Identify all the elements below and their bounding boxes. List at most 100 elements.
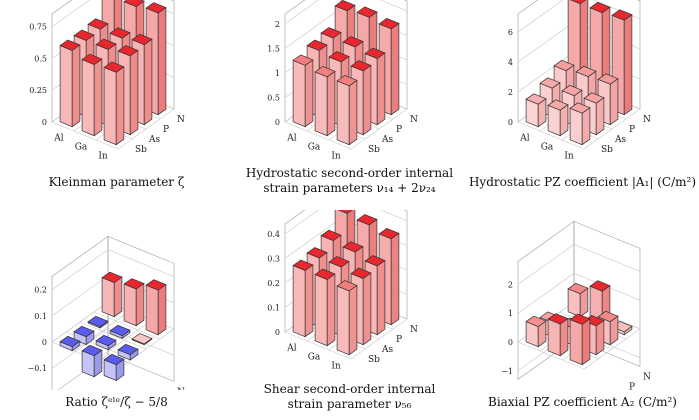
bar-top xyxy=(81,53,103,65)
bar-top xyxy=(378,228,400,240)
bar-top xyxy=(589,280,611,292)
bar-side xyxy=(157,283,167,336)
x-tick-label: Ga xyxy=(541,143,554,153)
x-tick-label: Al xyxy=(286,344,296,354)
bar xyxy=(81,53,103,137)
bar-top xyxy=(525,315,547,327)
floor-gridline xyxy=(79,321,147,350)
bar-top xyxy=(583,92,605,104)
z-gridline xyxy=(51,327,175,369)
z-tick-label: 0.5 xyxy=(34,54,47,63)
bar-side xyxy=(348,79,358,146)
bar-front xyxy=(336,80,350,146)
caption-line: Hydrostatic second-order internal xyxy=(245,166,454,180)
x-tick-label: Al xyxy=(53,134,63,144)
caption-biaxial-pz: Biaxial PZ coefficient A₂ (C/m²) xyxy=(466,395,699,410)
y-tick-label: P xyxy=(629,125,635,135)
bar-side xyxy=(143,38,153,126)
bar-top xyxy=(117,343,139,356)
bar-top xyxy=(356,6,378,18)
bar-front xyxy=(81,59,95,137)
z-tick-label: 0.5 xyxy=(267,93,280,102)
z-gridline xyxy=(517,272,641,314)
bar-front xyxy=(101,277,115,318)
bar-front xyxy=(547,318,561,357)
bar-top xyxy=(320,229,342,241)
bar xyxy=(314,66,336,137)
bar xyxy=(87,315,109,329)
z-tick-label: 1 xyxy=(508,309,513,318)
bar xyxy=(567,282,589,318)
floor-gridline xyxy=(93,311,161,340)
y-tick-label: Sb xyxy=(135,145,147,155)
bar xyxy=(59,39,81,128)
z-tick-label: 4 xyxy=(508,58,513,67)
bar-top xyxy=(561,84,583,97)
bar xyxy=(123,278,145,327)
bar-side xyxy=(623,14,633,116)
bar-top xyxy=(117,45,139,57)
bar-top xyxy=(109,324,131,337)
bar-top xyxy=(334,0,356,12)
z-tick-label: 0 xyxy=(42,118,47,127)
bar-top xyxy=(81,344,103,357)
bar-side xyxy=(595,319,605,356)
bar xyxy=(336,75,358,146)
bar-top xyxy=(320,27,342,39)
bar-top xyxy=(378,18,400,30)
y-tick-label: P xyxy=(396,125,402,135)
z-gridline xyxy=(284,0,408,25)
bar xyxy=(109,324,131,339)
z-tick-label: 0.2 xyxy=(34,286,47,295)
bar xyxy=(547,99,569,137)
bar-top xyxy=(306,247,328,259)
y-tick-label: P xyxy=(163,125,169,135)
bar-side xyxy=(376,52,386,126)
x-tick-label: In xyxy=(331,152,341,162)
bar-top xyxy=(337,210,353,214)
bar-top xyxy=(553,59,575,72)
z-tick-label: 2 xyxy=(275,20,280,29)
bar-top xyxy=(123,0,145,7)
bar-top xyxy=(342,241,364,253)
y-tick-label: N xyxy=(643,115,651,125)
bar-top xyxy=(356,214,378,226)
z-tick-label: 2 xyxy=(508,88,513,97)
bar-front xyxy=(103,66,117,146)
bar-front xyxy=(292,264,306,338)
bar-top xyxy=(314,66,336,78)
z-tick-label: 6 xyxy=(508,28,513,37)
caption-line: strain parameters ν₁₄ + 2ν₂₄ xyxy=(263,181,436,195)
floor-gridline xyxy=(51,121,119,150)
bar-front xyxy=(59,44,73,128)
bar-top xyxy=(59,39,81,51)
bar-top xyxy=(103,353,125,366)
bar-side xyxy=(595,97,605,136)
bar-top xyxy=(131,33,153,46)
caption-shear-internal-strain: Shear second-order internal strain param… xyxy=(233,382,466,412)
y-tick-label: As xyxy=(381,135,393,145)
bar xyxy=(95,334,117,351)
floor-gridline xyxy=(517,121,585,150)
bar-top xyxy=(73,29,95,41)
y-tick-label: Sb xyxy=(368,355,380,365)
caption-ratio: Ratio ζᵉˡᵉ/ζ − 5/8 xyxy=(0,395,233,410)
bar-front xyxy=(314,273,328,347)
bar-side xyxy=(304,264,314,338)
bar-top xyxy=(364,47,386,59)
bar-top xyxy=(547,99,569,111)
y-tick-label: As xyxy=(148,135,160,145)
bar-side xyxy=(348,284,358,356)
bar xyxy=(59,335,81,352)
bar-side xyxy=(135,282,145,327)
bar-top xyxy=(539,77,561,89)
bar-side xyxy=(390,232,400,326)
bar xyxy=(547,313,569,357)
bar-top xyxy=(342,36,364,48)
z-tick-label: 1 xyxy=(275,69,280,78)
x-tick-label: Al xyxy=(519,134,529,144)
z-tick-label: 0.25 xyxy=(29,86,47,95)
x-tick-label: In xyxy=(98,152,108,162)
